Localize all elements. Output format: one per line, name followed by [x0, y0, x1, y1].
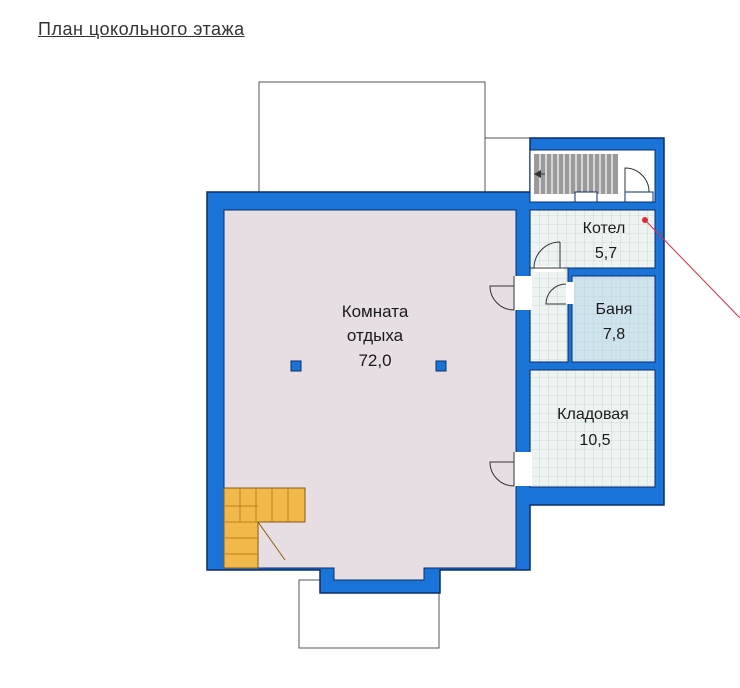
sauna-name: Баня — [596, 301, 633, 318]
storage-floor — [529, 369, 656, 488]
living-room-door — [489, 276, 532, 311]
boiler-room-name: Котел — [583, 220, 626, 237]
living-room-floor — [223, 209, 517, 581]
upper-terrace-outline — [258, 81, 486, 193]
stairwell-door-frame-2 — [624, 191, 654, 203]
sauna-area: 7,8 — [603, 326, 625, 343]
page-title: План цокольного этажа — [38, 19, 245, 39]
stairwell-door-frame — [574, 191, 598, 203]
boiler-room-floor — [529, 209, 656, 269]
storage-door — [489, 452, 532, 487]
boiler-room-door — [533, 241, 564, 272]
sauna-floor — [571, 275, 656, 363]
sauna-door — [545, 282, 574, 305]
stairwell-door-swing — [624, 167, 650, 193]
boiler-room-area: 5,7 — [595, 245, 617, 262]
column-right — [435, 360, 447, 372]
column-left — [290, 360, 302, 372]
leader-line — [644, 219, 740, 319]
storage-area: 10,5 — [579, 432, 610, 449]
corridor-floor — [529, 267, 569, 363]
storage-name: Кладовая — [557, 406, 629, 423]
lower-stairs — [223, 487, 306, 569]
marker-dot — [642, 217, 648, 223]
upper-stairs — [534, 154, 618, 194]
living-room-area: 72,0 — [358, 351, 391, 370]
living-room-name-1: Комната — [342, 302, 409, 321]
living-room-name-2: отдыха — [347, 326, 404, 345]
